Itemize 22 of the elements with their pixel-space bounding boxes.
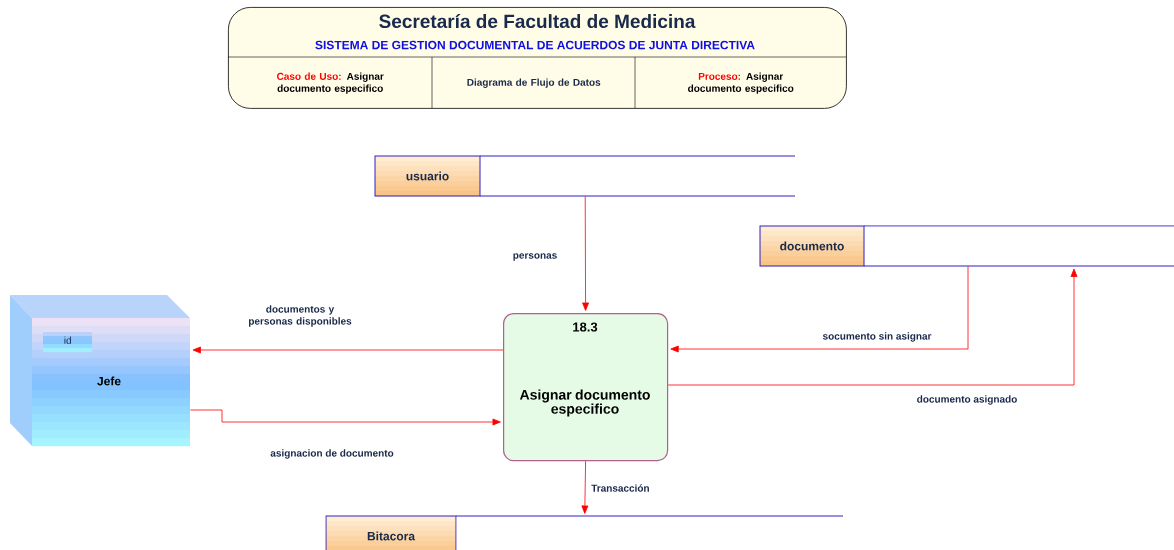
- arrow: [667, 268, 1078, 386]
- arrow: [192, 346, 504, 354]
- node-label: Jefe: [97, 376, 121, 386]
- header-cell: Diagrama de Flujo de Datos: [467, 78, 601, 88]
- data-store: Bitacora: [325, 515, 844, 550]
- edge-label: documentos y personas disponibles: [249, 305, 352, 327]
- arrow: [582, 196, 589, 311]
- data-store: documento: [759, 225, 1174, 267]
- attribute-box: id: [43, 328, 92, 353]
- edge-label: Transacción: [591, 484, 649, 492]
- arrow: [581, 460, 589, 514]
- header-cell: Proceso: Asignar documento especifico: [688, 72, 794, 94]
- arrow: [670, 266, 969, 353]
- data-store: usuario: [374, 155, 796, 197]
- arrow: [190, 409, 501, 426]
- edge-label: personas: [513, 253, 557, 261]
- process-box: 18.3 Asignar documento especifico: [503, 313, 669, 462]
- node-label: id: [64, 336, 71, 344]
- edge-label: socumento sin asignar: [822, 332, 932, 342]
- header-cell: Caso de Uso: Asignar documento especifico: [277, 72, 384, 94]
- edge-label: documento asignado: [917, 395, 1017, 405]
- edge-label: asignacion de documento: [270, 449, 394, 459]
